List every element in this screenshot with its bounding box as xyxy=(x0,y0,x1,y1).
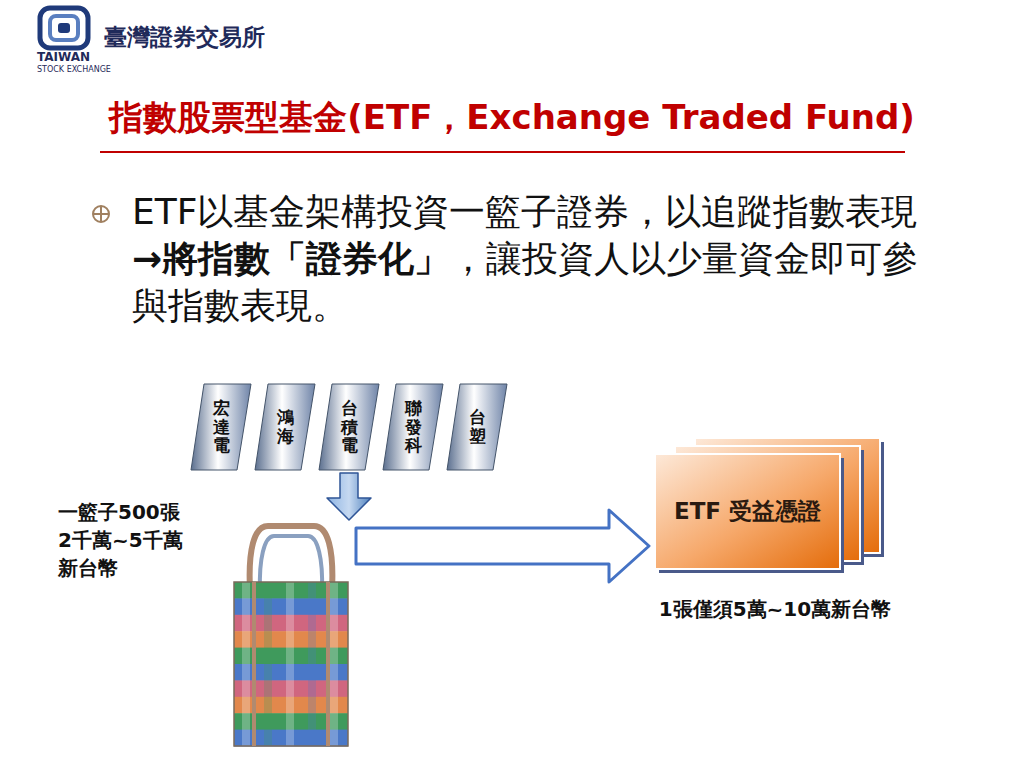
title-rule xyxy=(100,151,905,153)
logo-icon xyxy=(40,8,88,48)
bag-strap xyxy=(252,582,256,746)
stock-card-outline xyxy=(383,384,443,470)
bag-weave xyxy=(286,582,294,746)
stock-card-outline xyxy=(319,384,379,470)
bag-strap xyxy=(326,582,330,746)
bullet-text: ETF以基金架構投資一籃子證券，以追蹤指數表現 xyxy=(132,191,917,232)
bullet-emphasis: →將指數「證券化」 xyxy=(132,238,450,279)
bag-weave xyxy=(308,582,316,746)
basket-bag: 一籃子500張 2千萬~5千萬 新台幣 xyxy=(232,520,350,748)
bullet-circle xyxy=(93,206,109,222)
bag-weave xyxy=(264,582,272,746)
bullet-symbol xyxy=(93,206,109,222)
stock-name: 台塑 xyxy=(469,408,486,445)
stock-card: 宏達電 xyxy=(190,383,252,471)
stock-card-outline xyxy=(447,384,507,470)
logo-subtext: TAIWAN xyxy=(37,50,90,64)
bag-illustration xyxy=(232,520,350,748)
stock-card: 台積電 xyxy=(318,383,380,471)
etf-certificate: ETF 受益憑證1張僅須5萬~10萬新台幣 xyxy=(655,438,882,572)
block-arrow xyxy=(327,473,371,520)
logo-subtext: STOCK EXCHANGE xyxy=(37,65,111,74)
stock-card: 鴻海 xyxy=(254,383,316,471)
certificate-title: ETF 受益憑證 xyxy=(655,454,840,569)
stock-name: 鴻海 xyxy=(277,408,294,445)
stock-name: 宏達電 xyxy=(213,399,230,455)
bag-handle xyxy=(250,526,333,590)
certificate-card xyxy=(655,454,840,569)
bag-outline xyxy=(234,582,348,746)
logo-text: 臺灣證券交易所 xyxy=(104,22,265,53)
slide-title: 指數股票型基金(ETF，Exchange Traded Fund) xyxy=(0,95,1024,141)
block-arrow xyxy=(356,510,649,582)
stock-name: 台積電 xyxy=(341,399,358,455)
certificate-caption: 1張僅須5萬~10萬新台幣 xyxy=(615,596,935,623)
stock-card: 台塑 xyxy=(446,383,508,471)
bullet-cross xyxy=(100,206,102,222)
stock-name: 聯發科 xyxy=(405,399,422,455)
logo-ring xyxy=(40,8,88,48)
stock-card: 聯發科 xyxy=(382,383,444,471)
logo-core xyxy=(58,23,70,33)
stock-card-outline xyxy=(255,384,315,470)
basket-label: 一籃子500張 2千萬~5千萬 新台幣 xyxy=(58,498,220,582)
stock-card-outline xyxy=(191,384,251,470)
bag-weave xyxy=(242,582,250,746)
bullet-paragraph: ETF以基金架構投資一籃子證券，以追蹤指數表現→將指數「證券化」，讓投資人以少量… xyxy=(132,188,947,329)
bag-weave xyxy=(330,582,338,746)
logo-ring xyxy=(50,16,78,40)
